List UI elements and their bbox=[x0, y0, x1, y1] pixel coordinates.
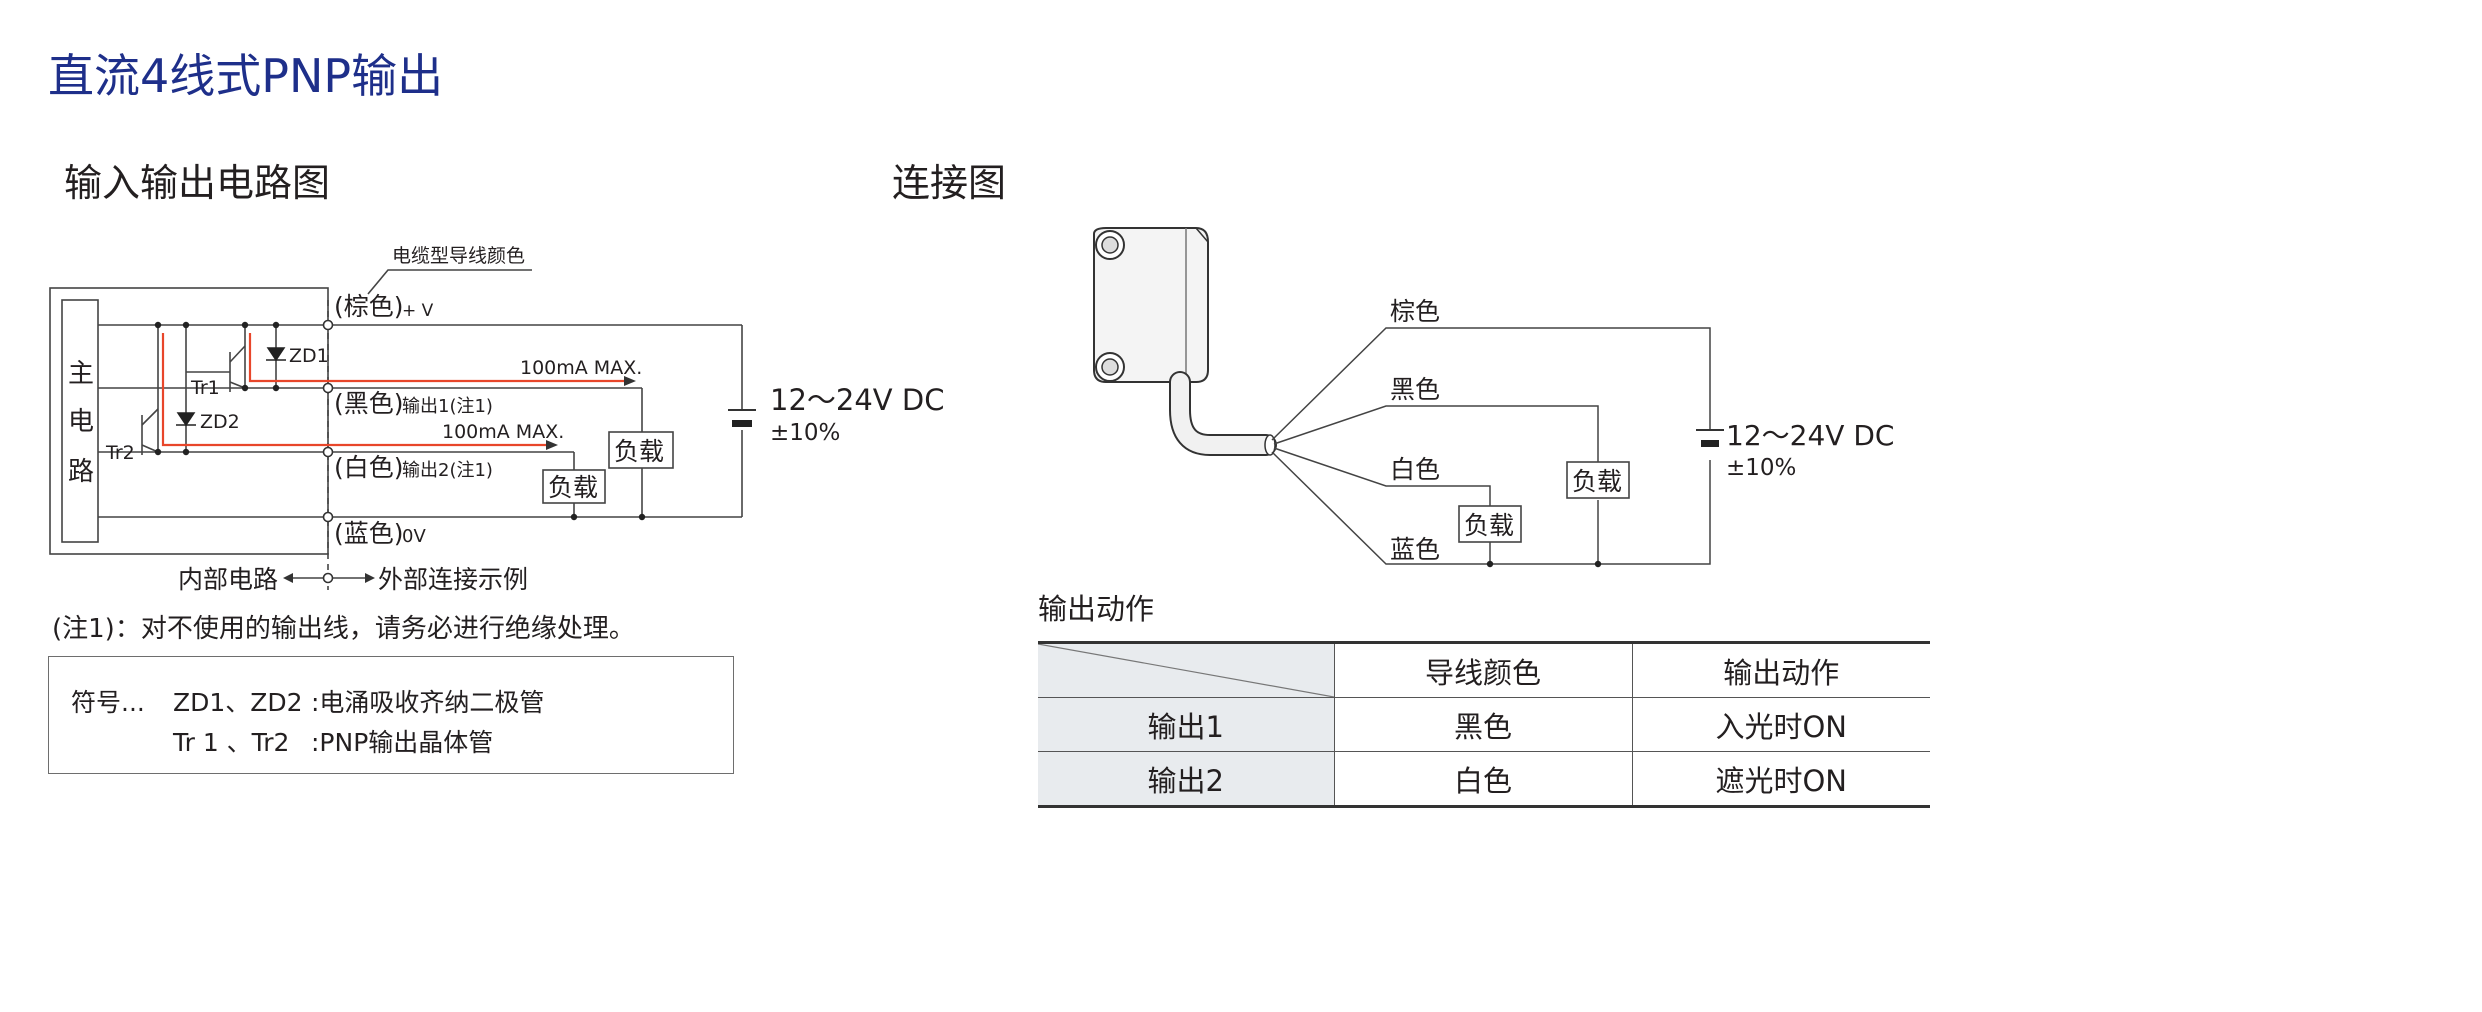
row-output2-color: 白色 bbox=[1334, 751, 1633, 808]
conn-load-output2: 负载 bbox=[1464, 511, 1514, 540]
wire-white-label: (白色) bbox=[334, 453, 404, 482]
tr2-label: Tr2 bbox=[105, 442, 135, 464]
tr1-label: Tr1 bbox=[190, 377, 220, 399]
supply-tolerance-label: ±10% bbox=[770, 420, 840, 446]
table-row: 输出1 黑色 入光时ON bbox=[1038, 697, 1930, 752]
row-output2-label: 输出2 bbox=[1038, 751, 1335, 808]
main-circuit-char-3: 路 bbox=[68, 457, 94, 487]
legend-desc-zd: :电涌吸收齐纳二极管 bbox=[311, 688, 545, 717]
wire-black-label: (黑色) bbox=[334, 389, 404, 418]
zd2-label: ZD2 bbox=[200, 411, 240, 433]
table-row: 输出2 白色 遮光时ON bbox=[1038, 751, 1930, 808]
wire-brown-sub: + V bbox=[402, 301, 434, 321]
current-limit-2: 100mA MAX. bbox=[442, 421, 564, 443]
row-output1-label: 输出1 bbox=[1038, 697, 1335, 752]
page-title: 直流4线式PNP输出 bbox=[48, 49, 444, 103]
wire-white-sub: 输出2(注1) bbox=[402, 460, 493, 481]
supply-voltage-label: 12～24V DC bbox=[770, 383, 944, 417]
conn-supply-voltage: 12～24V DC bbox=[1726, 419, 1894, 452]
io-circuit-diagram: 电缆型导线颜色 主 电 路 (棕色) + V (黑色) 输出1(注1) (白色)… bbox=[49, 245, 944, 594]
row-output1-action: 入光时ON bbox=[1632, 697, 1930, 752]
cable-color-label: 电缆型导线颜色 bbox=[392, 245, 525, 267]
inner-circuit-label: 内部电路 bbox=[178, 565, 278, 594]
circuit-heading: 输入输出电路图 bbox=[64, 161, 331, 205]
conn-load-output1: 负载 bbox=[1572, 467, 1622, 496]
legend-symbol-zd: ZD1、ZD2 bbox=[173, 688, 303, 717]
wire-blue-sub: 0V bbox=[402, 526, 426, 547]
conn-supply-tolerance: ±10% bbox=[1726, 455, 1796, 481]
current-limit-1: 100mA MAX. bbox=[520, 357, 642, 379]
table-corner-cell bbox=[1038, 641, 1335, 698]
legend-prefix: 符号... bbox=[71, 688, 145, 717]
conn-wire-white: 白色 bbox=[1390, 455, 1440, 484]
row-output2-action: 遮光时ON bbox=[1632, 751, 1930, 808]
conn-wire-blue: 蓝色 bbox=[1390, 535, 1440, 564]
legend-symbol-tr: Tr 1 、Tr2 bbox=[173, 728, 290, 757]
connection-heading: 连接图 bbox=[892, 161, 1007, 205]
connection-diagram: 棕色 黑色 白色 蓝色 负载 负载 12～24V DC ±10% bbox=[1093, 227, 1894, 568]
conn-wire-brown: 棕色 bbox=[1390, 297, 1440, 326]
main-circuit-char-1: 主 bbox=[68, 359, 94, 389]
output-table-heading: 输出动作 bbox=[1038, 592, 1155, 626]
main-circuit-char-2: 电 bbox=[68, 407, 94, 437]
legend-desc-tr: :PNP输出晶体管 bbox=[311, 728, 494, 757]
header-wire-color: 导线颜色 bbox=[1334, 641, 1633, 698]
symbol-legend: 符号... ZD1、ZD2 :电涌吸收齐纳二极管 Tr 1 、Tr2 :PNP输… bbox=[48, 656, 734, 774]
outer-connection-label: 外部连接示例 bbox=[378, 565, 528, 594]
load-label-output2: 负载 bbox=[548, 473, 598, 502]
wire-brown-label: (棕色) bbox=[334, 292, 404, 321]
insulation-note: (注1)：对不使用的输出线，请务必进行绝缘处理。 bbox=[52, 614, 635, 644]
conn-wire-black: 黑色 bbox=[1390, 375, 1440, 404]
corner-diagonal bbox=[1038, 644, 1334, 697]
load-label-output1: 负载 bbox=[614, 437, 664, 466]
row-output1-color: 黑色 bbox=[1334, 697, 1633, 752]
header-output-action: 输出动作 bbox=[1632, 641, 1930, 698]
sensor-body-icon bbox=[1093, 227, 1209, 383]
wire-blue-label: (蓝色) bbox=[334, 519, 404, 548]
wire-black-sub: 输出1(注1) bbox=[402, 396, 493, 417]
zd1-label: ZD1 bbox=[289, 345, 329, 367]
output-action-table: 导线颜色 输出动作 输出1 黑色 入光时ON 输出2 白色 遮光时ON bbox=[1038, 641, 1930, 808]
